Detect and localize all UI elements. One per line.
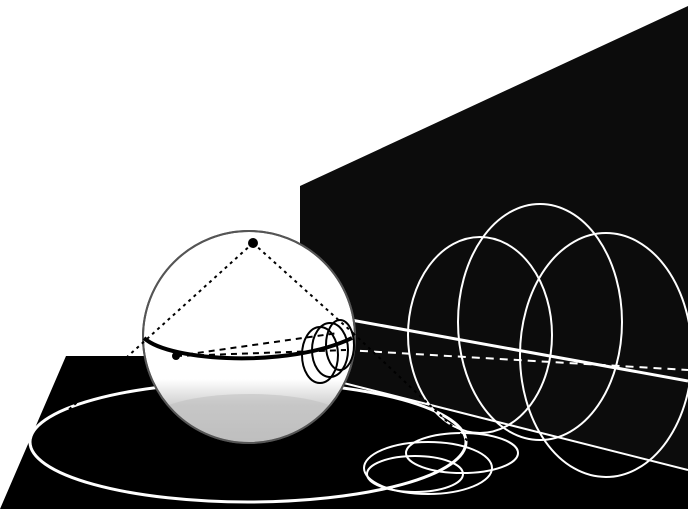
equator-point	[172, 352, 180, 360]
north-pole-point	[248, 238, 258, 248]
sphere	[143, 231, 355, 446]
